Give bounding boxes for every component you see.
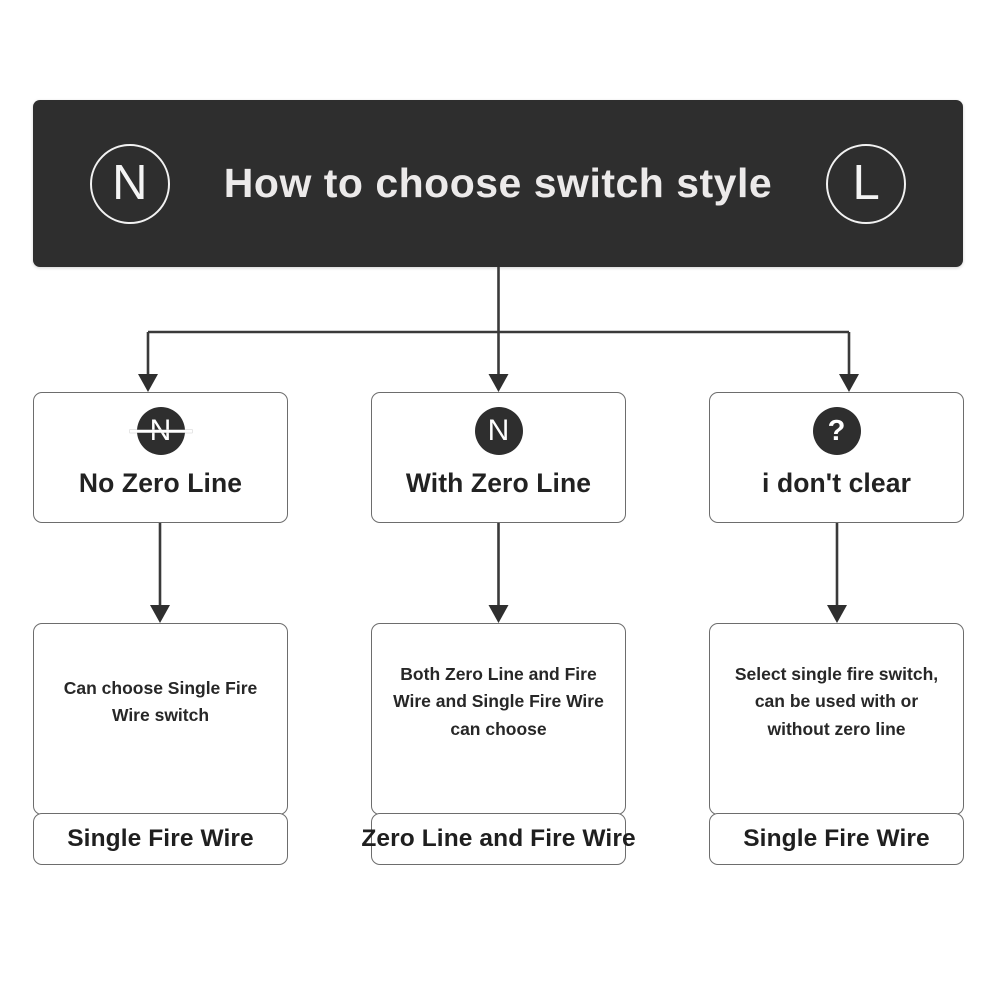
result-box-single-fire-wire-either[interactable]: Select single fire switch, can be used w… [709,623,964,815]
badge-letter: ? [827,414,846,447]
result-footer-single-fire-wire-either[interactable]: Single Fire Wire [709,813,964,865]
badge-circle: ? [812,407,861,455]
circle-n-outline-icon: N [89,143,170,224]
page-title: How to choose switch style [223,160,773,206]
arrowhead-left [138,374,158,392]
circle-l-outline-icon: L [826,143,907,224]
badge-letter: N [487,414,510,447]
result-body-text: Select single fire switch, can be used w… [734,664,939,739]
decision-label: i don't clear [762,468,911,498]
arrowhead-col0-down [150,605,170,623]
strikethrough-line [129,429,192,433]
result-footer-single-fire-wire[interactable]: Single Fire Wire [33,813,288,865]
arrowhead-col2-down [827,605,847,623]
header-left-badge-label: N [112,156,148,210]
arrowhead-right [839,374,859,392]
header-right-badge-label: L [852,156,880,210]
decision-box-i-dont-clear[interactable]: ? i don't clear [709,392,964,523]
decision-label: With Zero Line [405,468,592,498]
result-footer-label: Zero Line and Fire Wire [361,825,636,852]
result-body-text: Both Zero Line and Fire Wire and Single … [393,664,604,739]
result-footer-label: Single Fire Wire [743,825,930,852]
circle-question-icon: ? [812,407,861,455]
result-box-single-fire-wire[interactable]: Can choose Single Fire Wire switch [33,623,288,815]
header-banner: N How to choose switch style L [33,100,963,267]
circle-n-strikethrough-icon: N [129,407,192,455]
result-footer-zero-line-and-fire-wire[interactable]: Zero Line and Fire Wire [361,813,636,865]
decision-box-with-zero-line[interactable]: N With Zero Line [371,392,626,523]
result-body-text: Can choose Single Fire Wire switch [63,677,258,725]
result-footer-label: Single Fire Wire [67,825,254,852]
decision-box-no-zero-line[interactable]: N No Zero Line [33,392,288,523]
circle-n-icon: N [474,407,523,455]
arrowhead-middle [488,374,509,392]
badge-circle: N [474,407,523,455]
result-box-zero-line-and-fire-wire[interactable]: Both Zero Line and Fire Wire and Single … [371,623,626,815]
arrowhead-col1-down [488,605,509,623]
decision-label: No Zero Line [78,468,243,498]
